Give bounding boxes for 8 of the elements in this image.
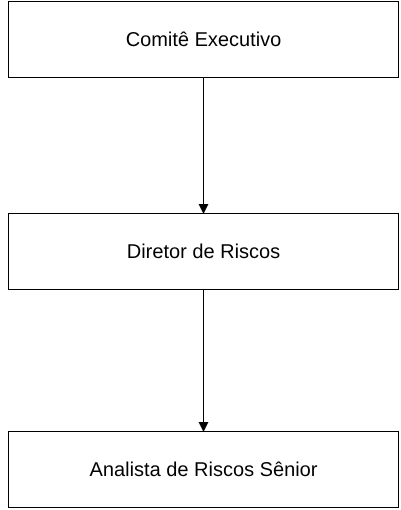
box-label: Diretor de Riscos (126, 240, 280, 264)
box-label: Analista de Riscos Sênior (90, 458, 318, 482)
process-box (8, 1, 399, 78)
arrow (198, 78, 208, 214)
arrow (198, 290, 208, 432)
process-box (8, 431, 399, 508)
box-label: Comitê Executivo (126, 28, 282, 52)
process-box (8, 213, 399, 290)
